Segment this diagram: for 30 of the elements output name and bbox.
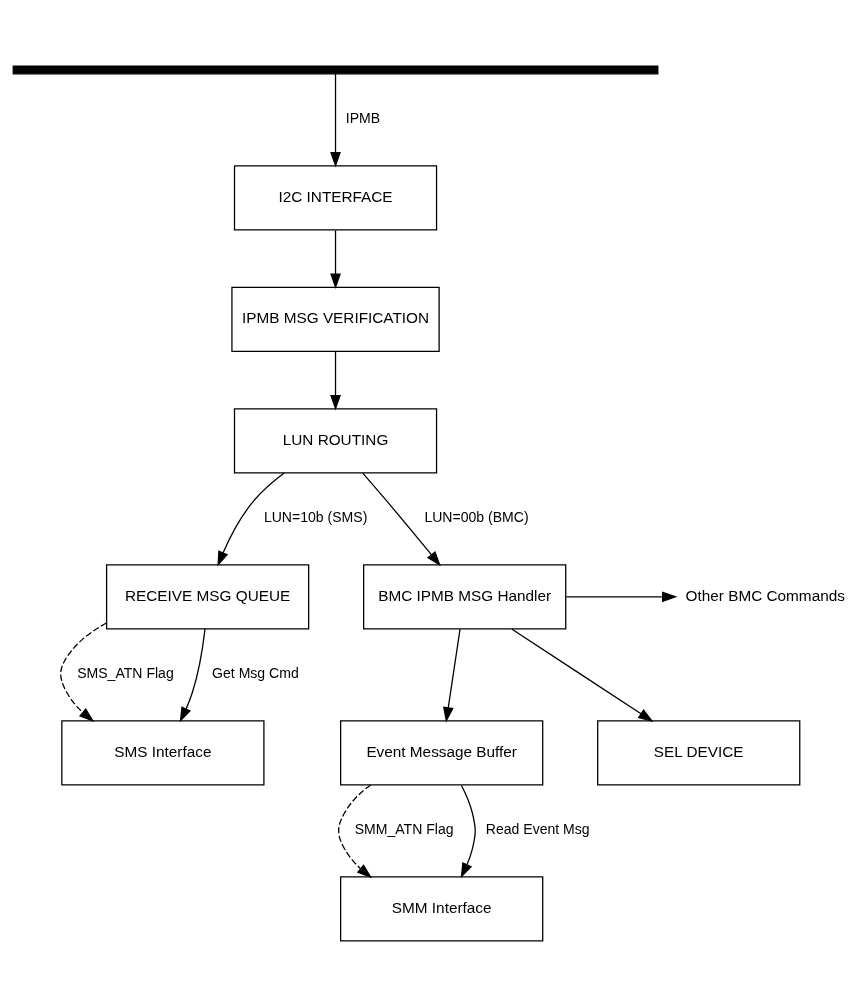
- edge-label: Get Msg Cmd: [212, 664, 299, 681]
- edge-label: SMS_ATN Flag: [77, 664, 174, 681]
- edge-label: SMM_ATN Flag: [354, 820, 454, 837]
- edge-label: LUN=10b (SMS): [263, 508, 368, 525]
- node-box: SMS Interface: [61, 719, 265, 785]
- edge-label: LUN=00b (BMC): [424, 508, 529, 525]
- node-box: SMM Interface: [340, 875, 544, 941]
- arrow: [511, 628, 654, 722]
- node-box: LUN ROUTING: [233, 407, 438, 473]
- node-box: Event Message Buffer: [340, 719, 544, 785]
- node-box: RECEIVE MSG QUEUE: [105, 563, 310, 629]
- arrow: [60, 621, 108, 722]
- arrow: [217, 471, 285, 567]
- edge-label: IPMB: [345, 109, 381, 126]
- node-box: I2C INTERFACE: [233, 164, 438, 230]
- arrow: [362, 472, 441, 566]
- arrow: [338, 783, 373, 878]
- arrow: [565, 590, 678, 602]
- edge-label: Read Event Msg: [485, 820, 590, 837]
- arrow: [330, 229, 341, 289]
- node-box: SEL DEVICE: [597, 719, 801, 785]
- arrow: [179, 627, 206, 722]
- arrow: [330, 350, 341, 410]
- node-box: BMC IPMB MSG Handler: [363, 563, 567, 629]
- arrow: [330, 72, 341, 167]
- node-bar: [12, 65, 659, 74]
- node-text: Other BMC Commands: [685, 586, 845, 604]
- arrow: [460, 784, 476, 878]
- node-box: IPMB MSG VERIFICATION: [231, 286, 440, 352]
- arrow: [443, 628, 461, 722]
